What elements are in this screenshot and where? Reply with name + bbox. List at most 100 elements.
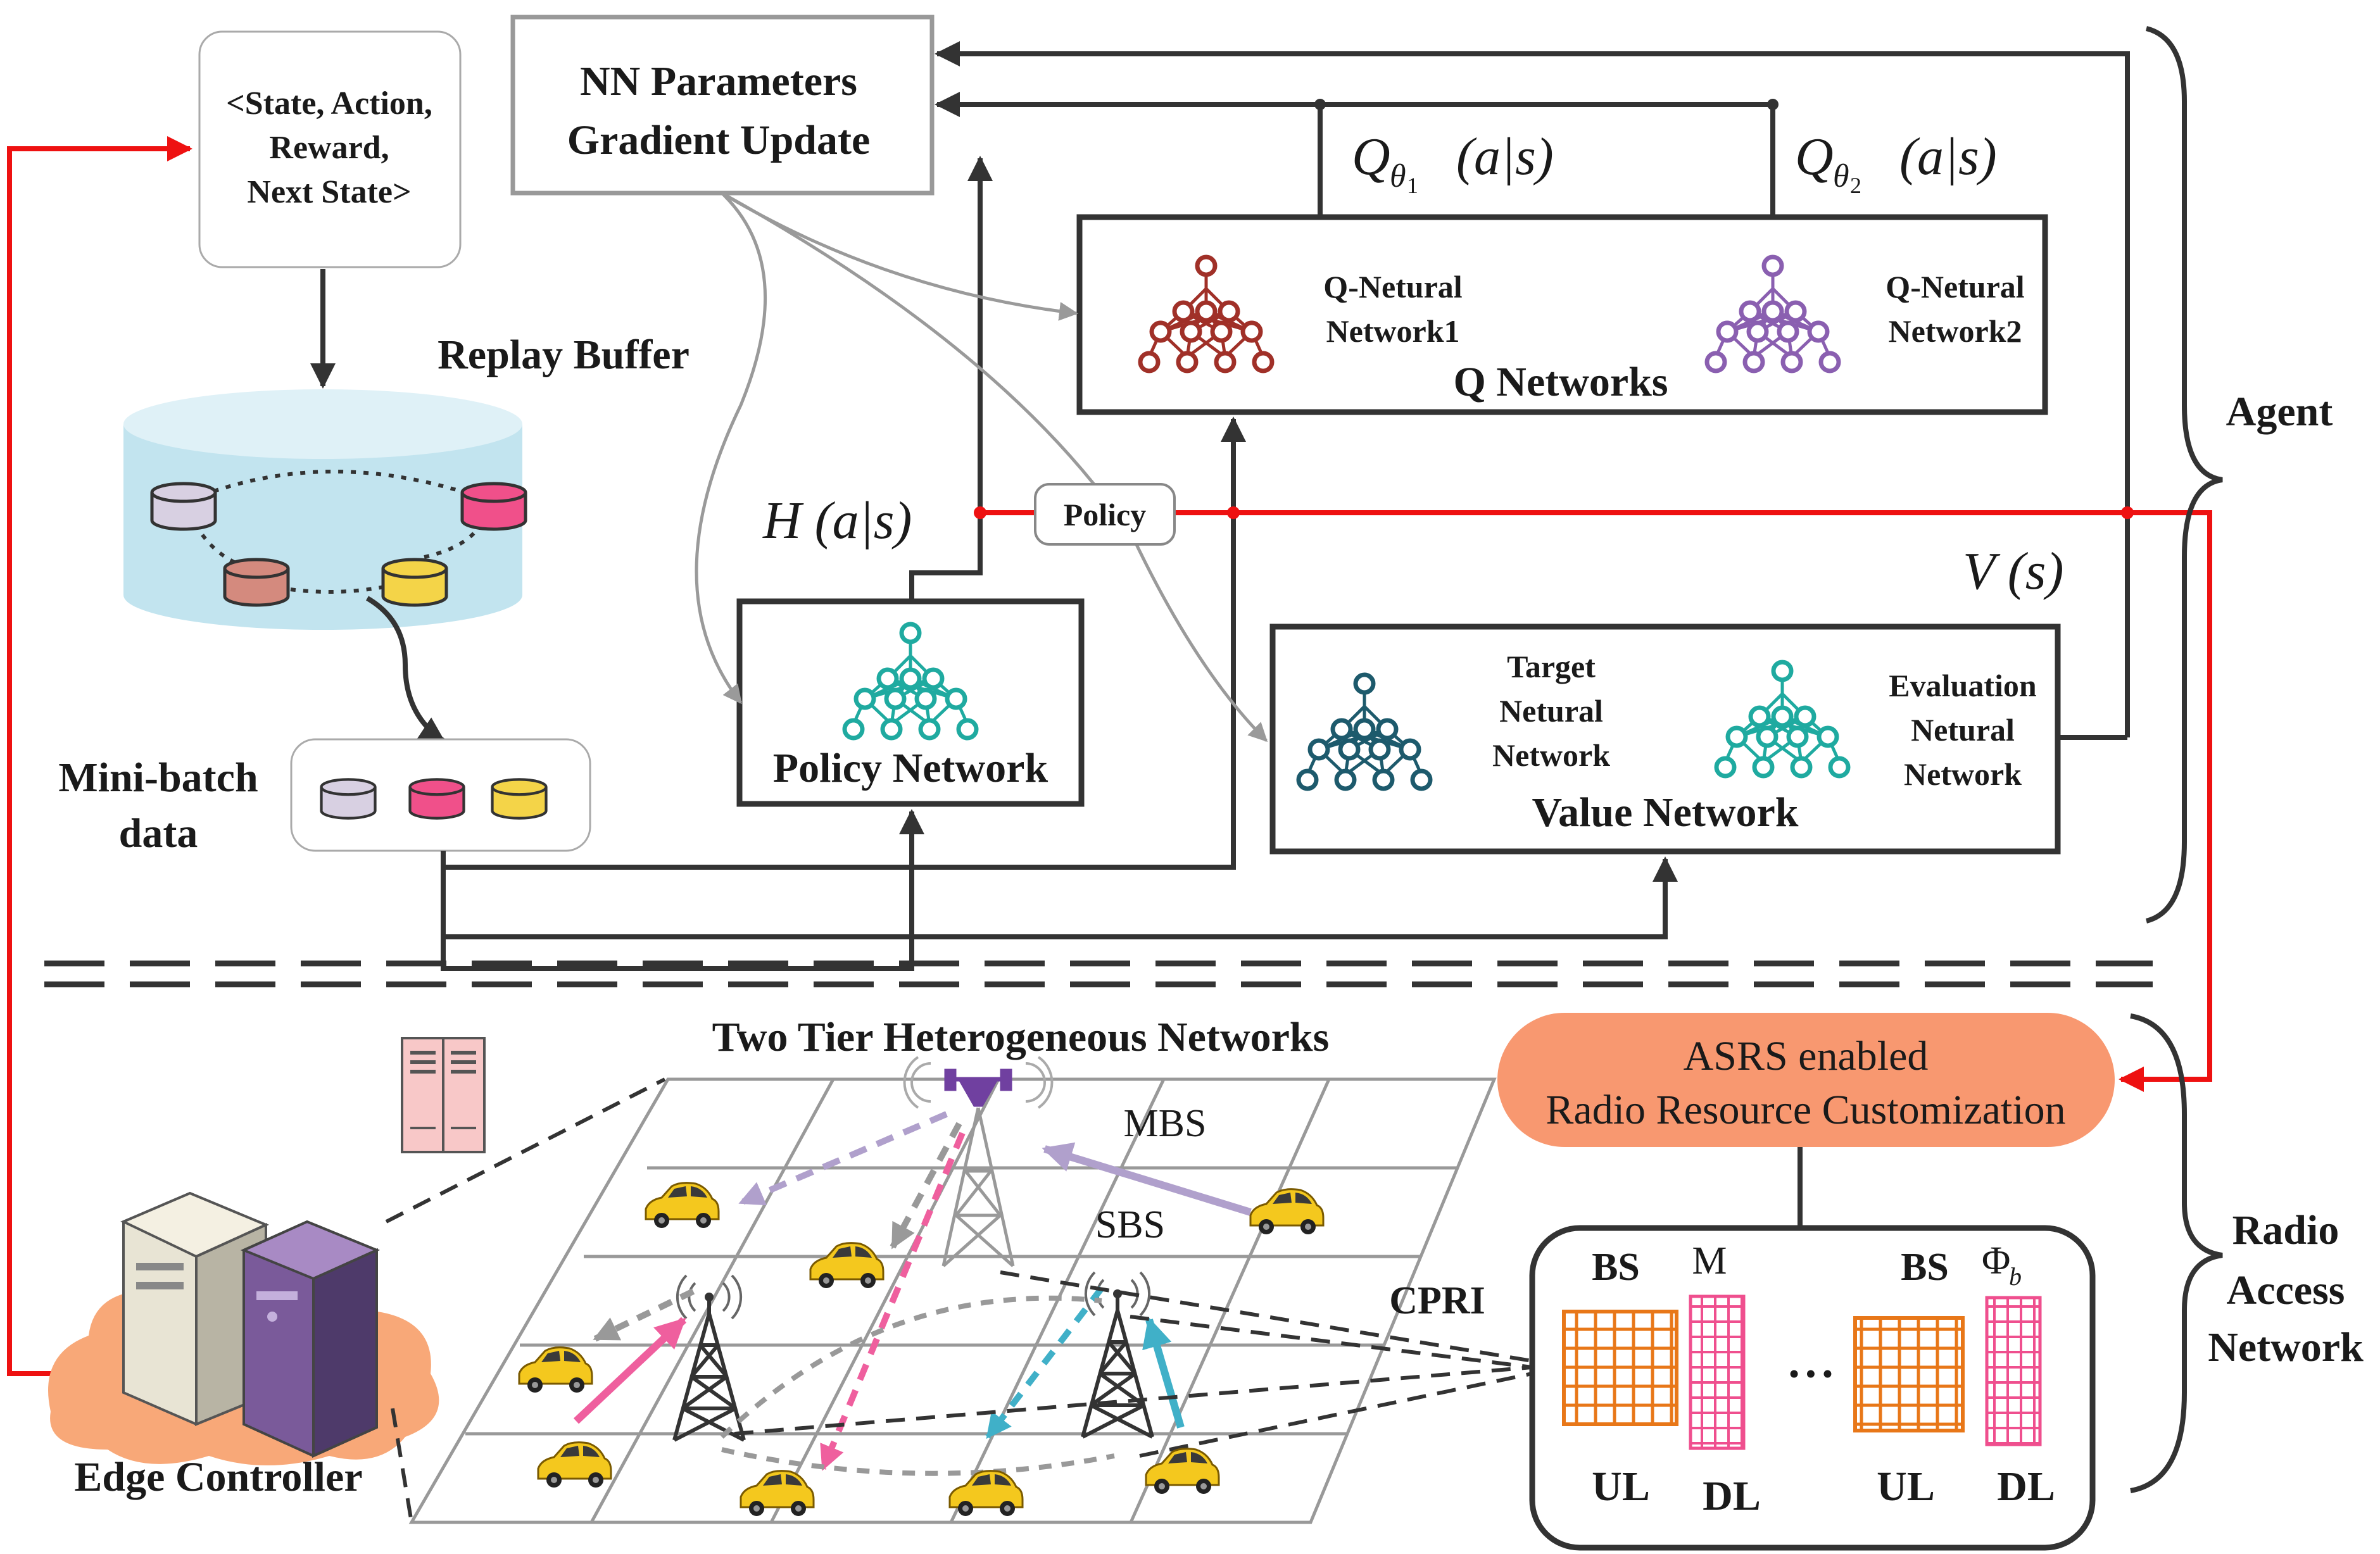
q1-index: 1 xyxy=(1407,173,1418,198)
q2-index: 2 xyxy=(1850,173,1861,198)
downlink-purple xyxy=(738,1111,948,1206)
downlink-pink-mbs xyxy=(820,1132,966,1471)
q1-symbol: Q xyxy=(1352,127,1390,186)
nn-parameters-line1: NN Parameters xyxy=(580,58,857,104)
buffer-cylinder-salmon xyxy=(225,560,288,605)
uplink-purple xyxy=(1042,1142,1252,1216)
dl-grid-bs1 xyxy=(1689,1294,1746,1450)
dl-grid-bs2 xyxy=(1985,1296,2042,1446)
transition-line3: Next State> xyxy=(247,174,411,210)
q2-theta: θ xyxy=(1833,158,1849,194)
agent-label: Agent xyxy=(2226,389,2333,435)
replay-buffer-drum xyxy=(123,389,526,630)
edge-controller-icon xyxy=(48,1191,439,1465)
resource-phi-sub: b xyxy=(2009,1262,2022,1291)
downlink-gray-sbs xyxy=(593,1288,695,1342)
q-network1-line1: Q-Netural xyxy=(1323,269,1462,304)
uplink-pink xyxy=(573,1317,687,1424)
mini-batch-label-line2: data xyxy=(119,810,198,856)
buffer-cylinder-lavender xyxy=(152,484,215,529)
policy-to-asrs-line xyxy=(978,510,2212,1092)
value-label: V (s) xyxy=(1963,542,2063,601)
minibatch-to-policy-arrow xyxy=(441,809,924,971)
downlink-cyan xyxy=(985,1286,1104,1439)
gradient-to-policy xyxy=(695,192,767,705)
edge-controller-label: Edge Controller xyxy=(74,1454,362,1500)
resource-m-label: M xyxy=(1692,1239,1727,1282)
buffer-cylinder-pink xyxy=(462,484,526,529)
red-junction-value xyxy=(2121,506,2134,519)
resource-ul1-label: UL xyxy=(1592,1463,1650,1510)
resource-bs1-label: BS xyxy=(1592,1246,1640,1289)
q-junction-right xyxy=(1767,99,1779,110)
target-network-line3: Network xyxy=(1492,737,1610,773)
policy-network-title: Policy Network xyxy=(773,745,1048,791)
ran-label-line3: Network xyxy=(2208,1324,2364,1370)
resource-phi-label: Φ b xyxy=(1982,1239,2022,1291)
target-network-line1: Target xyxy=(1507,649,1596,684)
ul-grid-bs2 xyxy=(1853,1316,1965,1432)
asrs-box: ASRS enabled Radio Resource Customizatio… xyxy=(1497,1013,2115,1147)
cpri-label: CPRI xyxy=(1389,1279,1485,1322)
buffer-cylinder-yellow xyxy=(383,560,446,605)
q-networks-box: Q-Netural Network1 Q-Netural Network2 Q … xyxy=(1076,214,2048,415)
resource-bs2-label: BS xyxy=(1901,1246,1949,1289)
entropy-label: H (a|s) xyxy=(762,491,912,550)
q-network1-line2: Network1 xyxy=(1326,313,1459,349)
ran-label-line1: Radio xyxy=(2232,1207,2339,1253)
asrs-line1: ASRS enabled xyxy=(1684,1033,1929,1079)
evaluation-network-line3: Network xyxy=(1904,756,2022,792)
minibatch-cylinder-yellow xyxy=(493,779,546,818)
value-network-box: Target Netural Network Evaluation Netura… xyxy=(1269,623,2061,855)
server-rack-icon xyxy=(401,1037,486,1153)
downlink-gray-mbs xyxy=(890,1122,962,1250)
transition-tuple-box: <State, Action, Reward, Next State> xyxy=(198,30,462,268)
resource-ellipsis: • • • xyxy=(1789,1358,1832,1389)
target-network-line2: Netural xyxy=(1499,693,1603,729)
q1-theta: θ xyxy=(1390,158,1406,194)
resource-phi: Φ xyxy=(1982,1239,2010,1282)
q2-symbol: Q xyxy=(1795,127,1834,186)
transition-line1: <State, Action, xyxy=(226,85,432,122)
policy-tag: Policy xyxy=(1034,483,1176,546)
buffer-to-minibatch-arrow xyxy=(365,596,446,743)
q-networks-title: Q Networks xyxy=(1453,359,1668,405)
cpri-links xyxy=(734,1270,1533,1458)
q2-args: (a|s) xyxy=(1899,127,1997,186)
resource-ul2-label: UL xyxy=(1877,1463,1935,1510)
mini-batch-box xyxy=(290,738,591,852)
nn-parameters-line2: Gradient Update xyxy=(567,117,871,163)
red-junction-policy xyxy=(974,506,986,519)
section-divider xyxy=(44,960,2153,987)
resource-dl1-label: DL xyxy=(1703,1473,1761,1519)
minibatch-cylinder-pink xyxy=(410,779,464,818)
minibatch-cylinder-lavender xyxy=(322,779,375,818)
q-network2-line1: Q-Netural xyxy=(1886,269,2024,304)
policy-network-box: Policy Network xyxy=(736,598,1085,807)
evaluation-network-line1: Evaluation xyxy=(1889,668,2037,703)
mbs-label: MBS xyxy=(1124,1102,1207,1145)
resource-dl2-label: DL xyxy=(1997,1463,2055,1510)
sbs-label: SBS xyxy=(1095,1203,1165,1246)
hetnet-title: Two Tier Heterogeneous Networks xyxy=(712,1014,1330,1060)
q2-label: Q θ 2 (a|s) xyxy=(1795,127,1997,198)
gradient-to-q xyxy=(721,191,1078,321)
ran-label-line2: Access xyxy=(2227,1267,2345,1313)
q-network2-line2: Network2 xyxy=(1888,313,2022,349)
replay-buffer-label: Replay Buffer xyxy=(438,332,689,378)
value-network-title: Value Network xyxy=(1532,789,1798,836)
minibatch-to-q-arrow xyxy=(443,417,1246,870)
red-junction-q xyxy=(1227,506,1240,519)
mini-batch-label-line1: Mini-batch xyxy=(58,755,258,801)
ran-bracket: Radio Access Network xyxy=(2130,1013,2364,1493)
resource-block-box: BS M BS Φ b • • • UL DL UL DL xyxy=(1529,1225,2096,1551)
q-junction xyxy=(1314,99,1326,110)
mbs-antenna-icon xyxy=(903,1056,1054,1267)
radio-links xyxy=(573,1111,1252,1476)
uplink-cyan xyxy=(1142,1317,1185,1429)
policy-to-update-arrow xyxy=(909,156,993,601)
sbs-backhaul-gray xyxy=(720,1295,1102,1439)
asrs-line2: Radio Resource Customization xyxy=(1546,1087,2065,1133)
transition-line2: Reward, xyxy=(269,130,389,166)
